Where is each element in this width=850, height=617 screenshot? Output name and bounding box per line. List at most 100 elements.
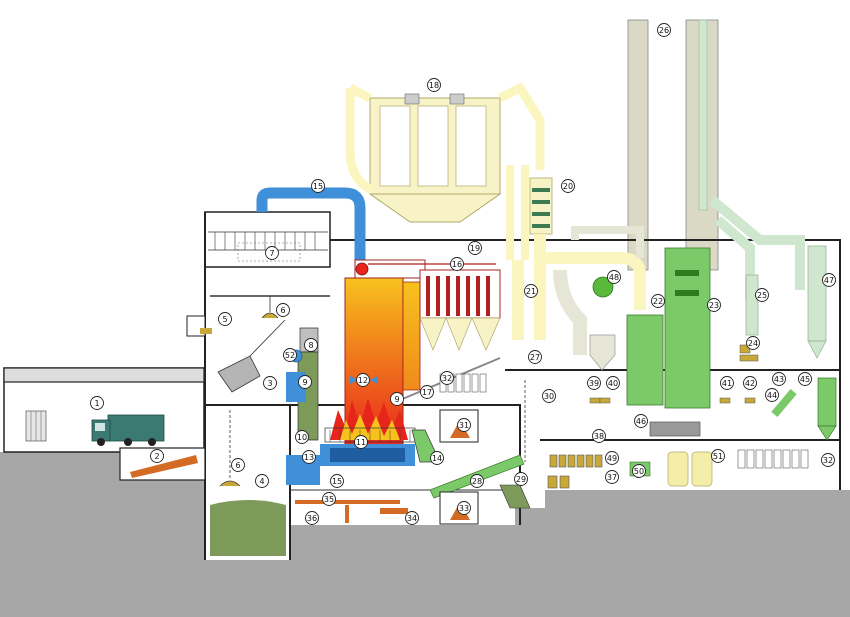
marker-52: 52	[283, 348, 297, 362]
marker-label: 15	[332, 477, 342, 486]
bunker-hall-roof	[204, 211, 331, 268]
boiler-second-pass	[402, 281, 421, 391]
marker-label: 13	[304, 453, 314, 462]
marker-circle	[440, 371, 454, 385]
marker-3: 3	[263, 376, 277, 390]
stack-inner-duct	[698, 19, 708, 211]
marker-label: 8	[308, 341, 313, 350]
marker-34: 34	[405, 511, 419, 525]
ground	[0, 452, 850, 617]
marker-9: 9	[298, 375, 312, 389]
marker-label: 43	[774, 375, 784, 384]
marker-circle	[298, 375, 312, 389]
marker-circle	[330, 474, 344, 488]
filter-press	[771, 388, 797, 418]
feed-hopper	[217, 319, 286, 393]
reagent-tank	[592, 276, 614, 298]
marker-label: 3	[267, 379, 272, 388]
marker-label: 27	[530, 353, 540, 362]
marker-circle	[514, 472, 528, 486]
marker-circle	[390, 392, 404, 406]
marker-label: 33	[459, 504, 469, 513]
slag-conveyor	[295, 500, 400, 504]
waste-truck	[91, 414, 165, 446]
marker-1: 1	[90, 396, 104, 410]
marker-label: 49	[607, 454, 617, 463]
marker-circle	[295, 430, 309, 444]
marker-40: 40	[606, 376, 620, 390]
marker-circle	[420, 385, 434, 399]
marker-circle	[322, 492, 336, 506]
marker-label: 51	[713, 452, 723, 461]
marker-label: 11	[356, 438, 366, 447]
marker-label: 6	[235, 461, 240, 470]
marker-circle	[607, 270, 621, 284]
marker-label: 7	[269, 249, 274, 258]
marker-circle	[651, 294, 665, 308]
filter-inlet-duct	[345, 82, 545, 195]
marker-circle	[632, 464, 646, 478]
grab-crane-lower	[219, 410, 241, 487]
recirc-duct	[571, 226, 644, 258]
marker-label: 10	[297, 433, 307, 442]
marker-circle	[755, 288, 769, 302]
marker-circle	[427, 78, 441, 92]
marker-circle	[528, 350, 542, 364]
marker-27: 27	[528, 350, 542, 364]
marker-30: 30	[542, 389, 556, 403]
slag-conveyor-post	[345, 505, 349, 523]
delivery-hall-roof	[3, 367, 205, 383]
marker-label: 28	[472, 477, 482, 486]
marker-label: 18	[429, 81, 439, 90]
marker-5: 5	[218, 312, 232, 326]
steam-drum	[355, 262, 369, 276]
marker-6: 6	[231, 458, 245, 472]
marker-label: 1	[94, 399, 99, 408]
marker-31: 31	[457, 418, 471, 432]
marker-label: 31	[459, 421, 469, 430]
marker-circle	[798, 372, 812, 386]
marker-circle	[457, 418, 471, 432]
marker-47: 47	[822, 273, 836, 287]
marker-circle	[720, 376, 734, 390]
marker-8: 8	[304, 338, 318, 352]
marker-44: 44	[765, 388, 779, 402]
marker-13: 13	[302, 450, 316, 464]
marker-45: 45	[798, 372, 812, 386]
marker-18: 18	[427, 78, 441, 92]
dust-hopper	[589, 334, 616, 371]
marker-circle	[90, 396, 104, 410]
shredder-conveyor	[130, 455, 198, 478]
marker-circle	[746, 336, 760, 350]
marker-35: 35	[322, 492, 336, 506]
marker-32: 32	[440, 371, 454, 385]
marker-circle	[765, 388, 779, 402]
marker-circle	[772, 372, 786, 386]
oil-tank-b	[691, 451, 713, 487]
marker-circle	[356, 373, 370, 387]
marker-36: 36	[305, 511, 319, 525]
marker-circle	[524, 284, 538, 298]
ash-bunker	[499, 484, 531, 509]
marker-label: 19	[470, 244, 480, 253]
marker-circle	[707, 298, 721, 312]
marker-label: 26	[659, 26, 669, 35]
marker-label: 52	[285, 351, 295, 360]
marker-label: 37	[607, 473, 617, 482]
marker-49: 49	[605, 451, 619, 465]
flames	[330, 398, 408, 440]
marker-circle	[605, 470, 619, 484]
marker-33: 33	[457, 501, 471, 515]
control-cabinets	[737, 449, 809, 469]
marker-38: 38	[592, 429, 606, 443]
marker-circle	[821, 453, 835, 467]
marker-label: 32	[823, 456, 833, 465]
scrubber-stage-1	[626, 314, 664, 406]
marker-label: 40	[608, 379, 618, 388]
marker-12: 12	[356, 373, 370, 387]
marker-label: 35	[324, 495, 334, 504]
waste-containers	[25, 410, 47, 442]
primary-air-duct	[256, 187, 366, 262]
